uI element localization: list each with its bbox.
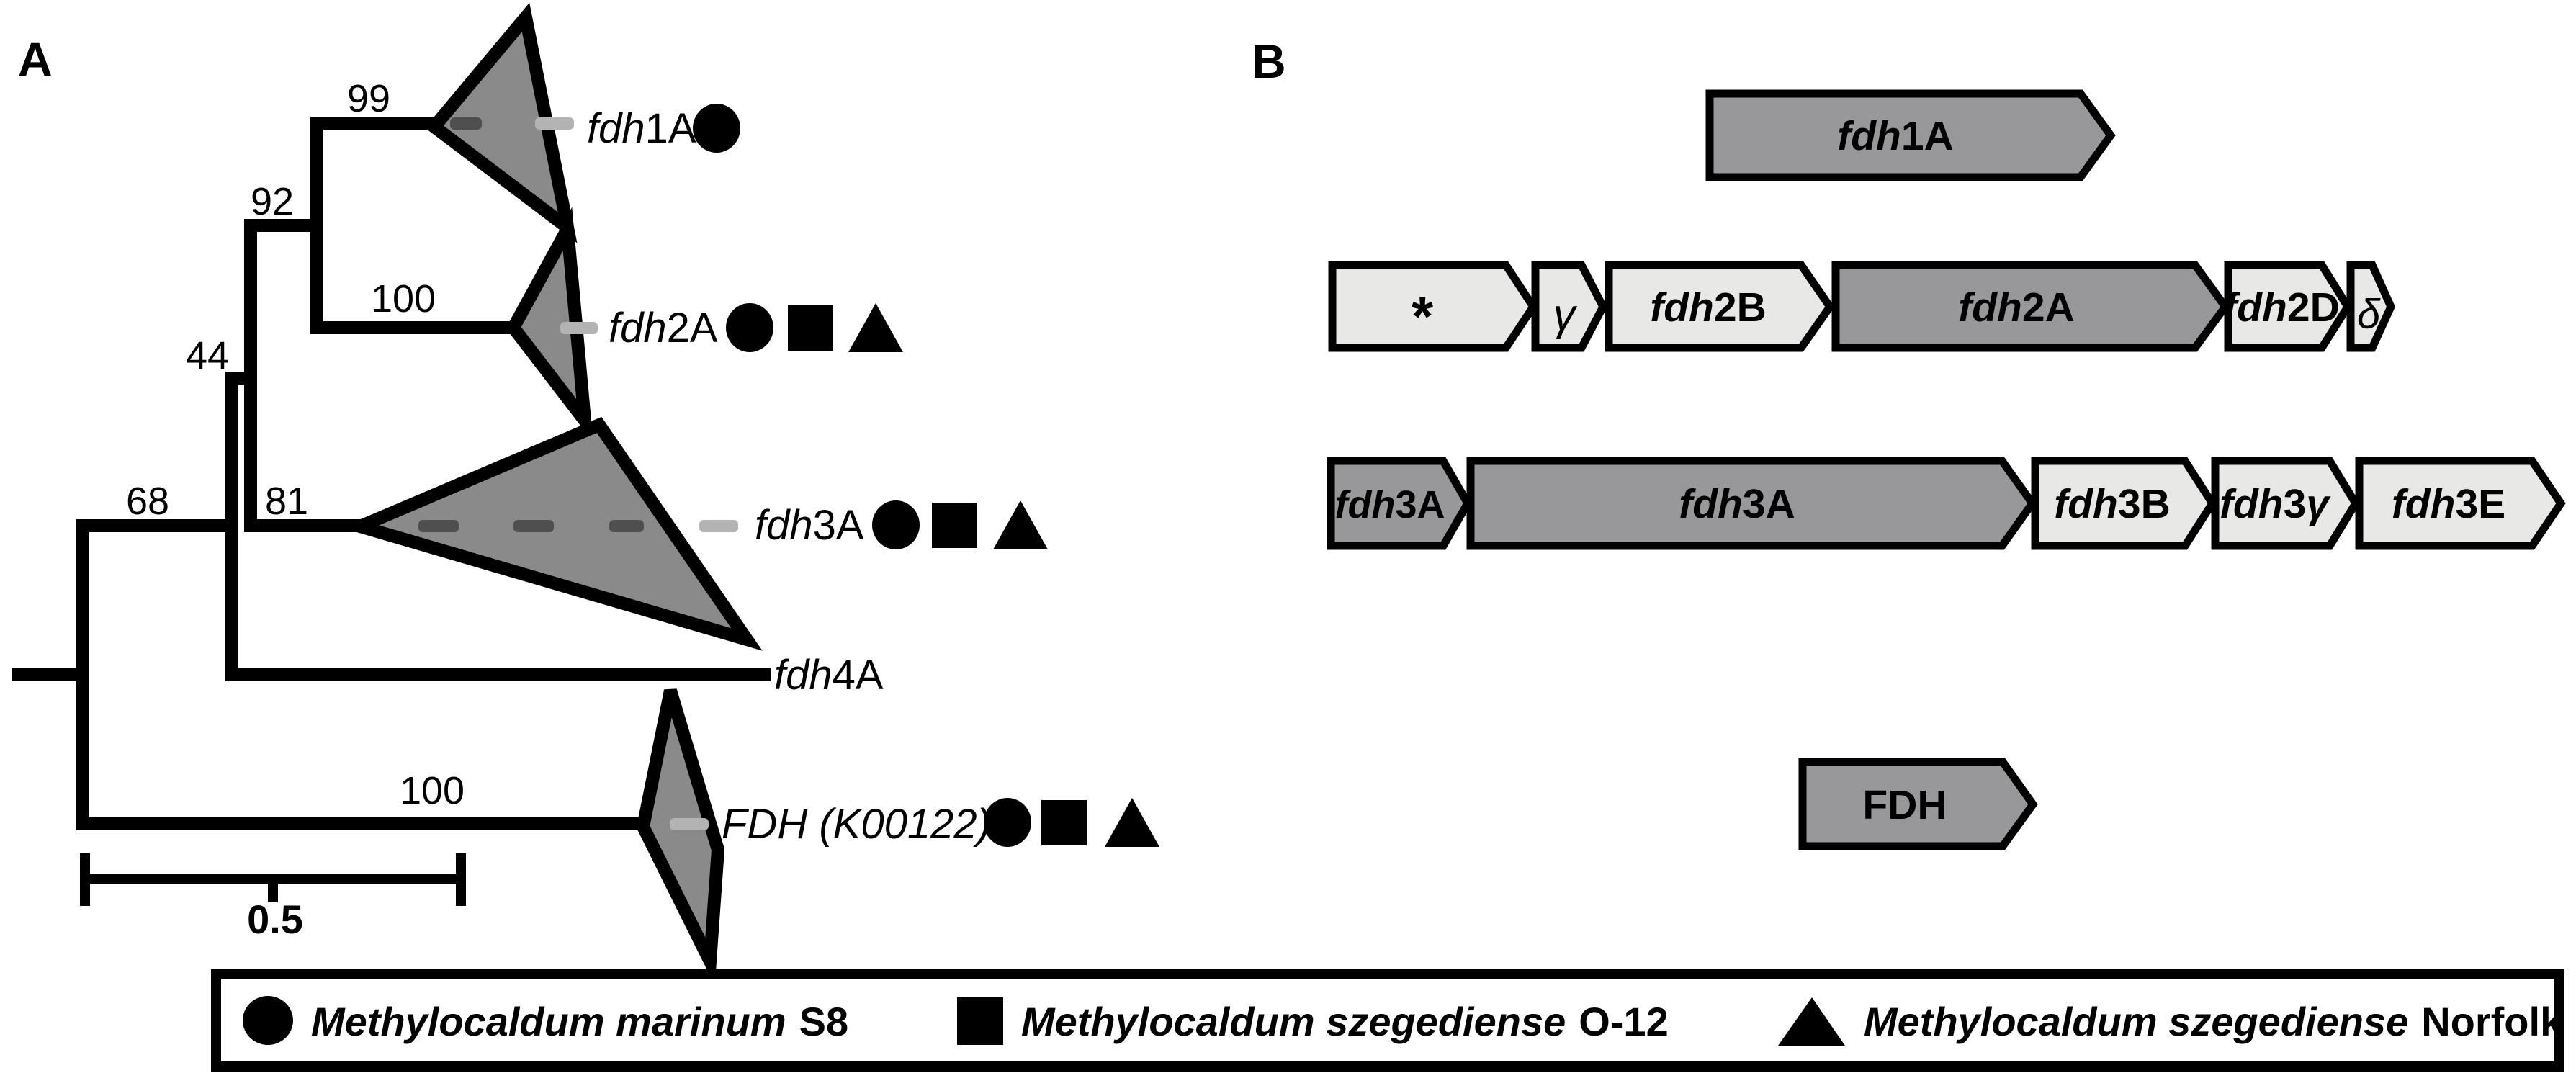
gene-label-fdh3E: fdh3E: [2392, 481, 2505, 527]
gene-label-fdh3gamma: fdh3γ: [2220, 481, 2331, 527]
panel-b-label: B: [1252, 35, 1286, 88]
support-68: 68: [126, 480, 169, 523]
gene-label-fdh2A: fdh2A: [1958, 284, 2075, 331]
gene-arrow-fdh3B: [2031, 457, 2217, 550]
gene-label-gamma: γ: [1553, 290, 1578, 340]
gene-label-fdh2D: fdh2D: [2223, 284, 2340, 331]
gene-label-fdh3B: fdh3B: [2054, 481, 2171, 527]
dash-icon: [699, 520, 738, 532]
tip-label-fdh3a: fdh3A: [755, 502, 864, 549]
dash-icon: [609, 520, 644, 532]
gene-arrow-fdh3A-long: [1466, 457, 2037, 550]
triangle-icon: [993, 500, 1048, 549]
alignment-dashes: [418, 117, 738, 830]
gene-label-asterisk: *: [1412, 284, 1434, 348]
gene-arrow-asterisk: [1328, 261, 1538, 352]
square-icon: [1041, 800, 1087, 845]
gene-arrow-delta: [2346, 261, 2396, 352]
tip-label-fdh2a: fdh2A: [609, 305, 718, 351]
triangle-icon: [1778, 997, 1845, 1046]
gene-arrow-fdh3gamma: [2211, 457, 2361, 550]
gene-label-fdh1A: fdh1A: [1837, 113, 1954, 159]
panel-a-label: A: [18, 32, 53, 86]
gene-cluster-row-fdh-outgroup: FDH: [1798, 758, 2038, 850]
gene-label-delta: δ: [2357, 291, 2381, 338]
dash-icon: [450, 117, 482, 130]
tip-label-fdh4a: fdh4A: [774, 652, 884, 699]
square-icon: [788, 305, 833, 351]
scale-bar: 0.5: [80, 853, 466, 942]
gene-cluster-row-fdh2: * γ fdh2B fdh2A fdh2D δ: [1328, 261, 2396, 352]
triangle-icon: [848, 303, 903, 352]
gene-label-fdh2B: fdh2B: [1650, 284, 1767, 331]
dash-icon: [418, 520, 459, 532]
tip-labels: fdh1A fdh2A fdh3A fdh4A FDH (K00122): [587, 105, 991, 848]
dash-icon: [670, 818, 709, 830]
support-92: 92: [251, 180, 294, 223]
dash-icon: [560, 322, 598, 334]
support-100-upper: 100: [371, 277, 436, 320]
gene-arrow-fdh3E: [2355, 457, 2566, 550]
tip-label-fdh-outgroup: FDH (K00122): [722, 801, 991, 848]
gene-label-FDH: FDH: [1862, 782, 1947, 828]
circle-icon: [243, 996, 293, 1045]
fdh3a-clade-triangle: [341, 416, 763, 651]
gene-label-fdh3A-short: fdh3A: [1335, 483, 1445, 526]
scale-bar-label: 0.5: [247, 897, 303, 942]
gene-arrow-FDH: [1798, 758, 2038, 850]
gene-arrow-fdh2B: [1605, 261, 1835, 352]
gene-cluster-row-fdh1: fdh1A: [1705, 89, 2116, 181]
square-icon: [932, 503, 977, 548]
tip-species-symbols: [693, 104, 1159, 847]
circle-icon: [726, 303, 773, 352]
gene-cluster-row-fdh3: fdh3A fdh3A fdh3B fdh3γ fdh3E: [1327, 457, 2566, 550]
gene-arrow-fdh1A: [1705, 89, 2116, 181]
gene-arrow-fdh2D: [2224, 261, 2353, 352]
circle-icon: [984, 798, 1031, 847]
circle-icon: [693, 104, 740, 153]
gene-arrow-gamma: [1531, 261, 1608, 352]
triangle-icon: [1105, 798, 1159, 847]
support-44: 44: [186, 334, 229, 377]
legend-border: [211, 969, 2564, 1072]
dash-icon: [513, 520, 554, 532]
square-icon: [957, 997, 1003, 1045]
gene-label-fdh3A-long: fdh3A: [1679, 481, 1795, 527]
gene-arrow-fdh3A-short: [1327, 457, 1473, 550]
support-81: 81: [265, 480, 308, 523]
support-values: 99 92 44 68 81 100 100: [126, 77, 465, 812]
support-99: 99: [347, 77, 390, 120]
dash-icon: [535, 117, 574, 130]
support-100-outgroup: 100: [400, 769, 465, 812]
tip-label-fdh1a: fdh1A: [587, 105, 696, 152]
gene-arrow-fdh2A: [1831, 261, 2230, 352]
circle-icon: [872, 500, 920, 549]
phylo-tree-branches: [12, 117, 771, 830]
